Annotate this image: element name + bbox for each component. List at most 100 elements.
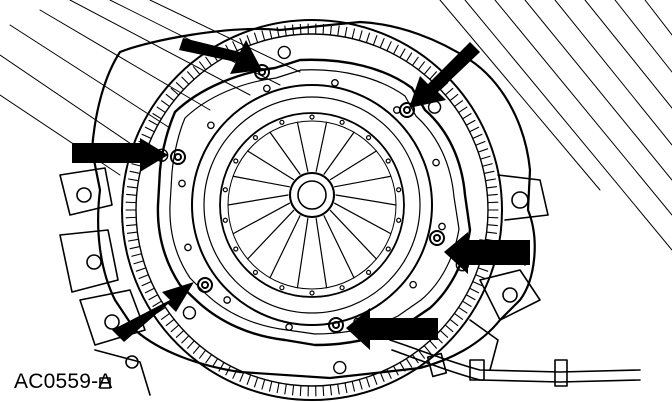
gear-tooth (175, 329, 185, 338)
gear-tooth (232, 41, 238, 52)
cover-hole (438, 222, 446, 231)
finger-slot-hole (309, 290, 315, 296)
gear-tooth (449, 318, 459, 327)
gear-tooth (126, 186, 138, 189)
bolt-bottom (328, 317, 344, 333)
gear-tooth (148, 119, 159, 126)
gear-tooth (284, 25, 287, 37)
finger-slot-hole (279, 285, 285, 291)
callout-arrow-bottom (346, 308, 438, 350)
finger-slot-hole (385, 246, 391, 252)
diaphragm-finger (315, 218, 328, 289)
bolt-left (170, 149, 186, 165)
housing-hatching (0, 0, 301, 176)
diaphragm-finger (296, 121, 309, 172)
gear-tooth (351, 380, 356, 392)
callout-arrow-left (72, 138, 168, 172)
gear-tooth (458, 306, 468, 314)
callout-arrow-top-right (409, 42, 480, 108)
gear-tooth (246, 374, 252, 385)
gear-tooth (152, 113, 163, 120)
pressure-plate-ring-mid (203, 96, 421, 314)
gear-tooth (261, 378, 266, 390)
gear-tooth (299, 23, 302, 35)
cover-hole (184, 243, 192, 252)
cover-hole (223, 296, 232, 304)
gear-tooth (268, 380, 273, 392)
gear-tooth (458, 106, 468, 114)
gear-tooth (365, 376, 371, 388)
gear-tooth (138, 274, 149, 280)
cover-hole (285, 323, 293, 331)
finger-slot-hole (339, 285, 345, 291)
gear-tooth (126, 193, 138, 196)
finger-slot-hole (309, 114, 315, 120)
gear-tooth (165, 93, 175, 102)
cover-hole (432, 158, 440, 167)
finger-slot-hole (222, 187, 228, 193)
pressure-plate-cover (156, 58, 472, 347)
gear-tooth (198, 61, 207, 71)
finger-slot-hole (339, 119, 345, 125)
gear-tooth (392, 365, 399, 376)
gear-tooth (472, 281, 483, 287)
gear-tooth (128, 238, 140, 242)
gear-tooth (144, 126, 155, 133)
diaphragm-finger (247, 150, 295, 181)
gear-tooth (131, 253, 143, 257)
gear-tooth (128, 178, 140, 182)
diaphragm-finger (333, 175, 392, 188)
gear-tooth (186, 71, 195, 80)
finger-slot-hole (365, 269, 372, 276)
gear-tooth (405, 358, 413, 368)
gear-tooth (379, 37, 385, 49)
gear-tooth (198, 349, 207, 359)
gear-tooth (205, 56, 213, 67)
gear-tooth (160, 312, 171, 320)
gear-tooth (246, 35, 252, 46)
diaphragm-finger (315, 121, 328, 172)
gear-tooth (205, 353, 213, 364)
gear-tooth (186, 340, 195, 349)
diaphragm-finger (232, 175, 291, 188)
gear-tooth (351, 28, 356, 40)
diaphragm-finger (329, 150, 377, 181)
gear-tooth (329, 24, 332, 36)
gear-tooth (479, 155, 491, 160)
finger-slot-hole (252, 269, 259, 276)
gear-tooth (292, 384, 295, 396)
diaphragm-finger (333, 202, 392, 235)
gear-tooth (211, 358, 219, 368)
cover-hole (409, 280, 417, 289)
gear-tooth (411, 56, 419, 67)
diaphragm-finger (296, 218, 309, 289)
gear-tooth (423, 66, 432, 75)
gear-tooth (475, 140, 486, 146)
cover-hole (392, 106, 401, 114)
gear-tooth (472, 133, 483, 139)
finger-slot-hole (396, 187, 402, 193)
gear-tooth (358, 30, 363, 42)
release-hub-outer (289, 172, 335, 218)
gear-tooth (299, 385, 302, 397)
gear-tooth (386, 41, 392, 52)
gear-tooth (337, 25, 340, 37)
diaphragm-finger (323, 215, 355, 279)
gear-tooth (486, 224, 498, 227)
gear-tooth (411, 353, 419, 364)
gear-tooth (465, 294, 476, 301)
gear-tooth (486, 231, 498, 234)
bolt-right (429, 230, 445, 246)
gear-tooth (439, 329, 449, 338)
gear-tooth (261, 30, 266, 42)
diaphragm-finger (247, 209, 295, 260)
bolt-top (254, 64, 270, 80)
gear-tooth (322, 23, 325, 35)
cover-hole (263, 84, 271, 93)
gear-tooth (253, 376, 259, 388)
gear-tooth (126, 231, 138, 234)
gear-tooth (461, 113, 472, 120)
finger-slot-hole (396, 217, 402, 223)
gear-tooth (181, 335, 190, 344)
